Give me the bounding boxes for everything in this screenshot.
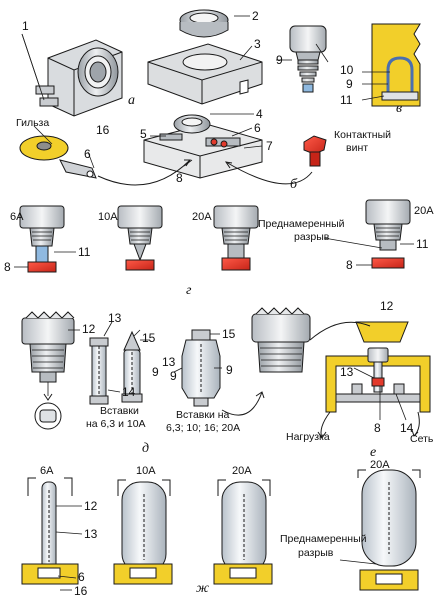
- label-8-block: 8: [176, 171, 183, 185]
- arrow-d: [221, 391, 265, 416]
- small-inserts: [89, 330, 143, 405]
- fuse-series-zh: [21, 469, 421, 591]
- label-14-e: 14: [400, 421, 414, 435]
- large-insert: [181, 329, 221, 407]
- label-11-g: 11: [78, 245, 91, 259]
- section-zh-label: ж: [196, 581, 210, 596]
- section-d-label: д: [142, 441, 150, 456]
- label-11-top: 11: [340, 93, 353, 107]
- rating-20a-zh-broken: 20А: [370, 459, 390, 471]
- label-12-e: 12: [380, 299, 394, 313]
- label-5: 5: [140, 127, 147, 141]
- yellow-bracket: [371, 23, 421, 107]
- label-16-zh: 16: [74, 584, 88, 598]
- contact-screw-label-1: Контактный: [334, 129, 392, 141]
- label-6-zh: 6: [78, 570, 85, 584]
- section-b-label: б: [290, 177, 298, 192]
- base-block-b: [143, 114, 263, 179]
- rating-20a-g-broken: 20А: [414, 205, 434, 217]
- section-v-label: в: [396, 101, 403, 116]
- label-8-e: 8: [374, 421, 381, 435]
- leader-lines: [14, 15, 414, 268]
- section-e-label: е: [370, 445, 377, 460]
- break-label-zh-1: Преднамеренный: [280, 533, 367, 545]
- inserts-large-label-2: 6,3; 10; 16; 20А: [166, 422, 241, 434]
- label-12-d: 12: [82, 322, 96, 336]
- label-6-block: 6: [254, 121, 261, 135]
- sleeve-label: Гильза: [16, 117, 50, 129]
- fuse-plug-d: [21, 311, 75, 430]
- break-label-zh-2: разрыв: [298, 547, 334, 559]
- rating-20a-zh: 20А: [232, 465, 252, 477]
- label-14-d: 14: [122, 385, 136, 399]
- label-9-d-large: 9: [170, 369, 177, 383]
- load-label: Нагрузка: [286, 431, 330, 443]
- break-label-g-2: разрыв: [294, 231, 330, 243]
- label-12-zh: 12: [84, 499, 98, 513]
- section-a-label: а: [128, 93, 135, 108]
- leader-lines-lower: [55, 321, 407, 591]
- wires-e: [309, 321, 420, 439]
- contact-screw-label-2: винт: [346, 142, 369, 154]
- label-11-g-right: 11: [416, 237, 429, 251]
- label-15-d-large: 15: [222, 327, 236, 341]
- contact-screw: [303, 135, 327, 167]
- label-9-top: 9: [276, 53, 283, 67]
- rating-10a-zh: 10А: [136, 465, 156, 477]
- label-2: 2: [252, 9, 259, 23]
- rating-6a-g: 6А: [10, 211, 24, 223]
- label-1: 1: [22, 19, 29, 33]
- label-13-e: 13: [340, 365, 354, 379]
- ring-and-base: [147, 9, 263, 105]
- label-15-d: 15: [142, 331, 156, 345]
- label-9-d-right: 9: [226, 363, 233, 377]
- label-6-sleeve: 6: [84, 147, 91, 161]
- inserts-small-label-2: на 6,3 и 10А: [86, 418, 146, 430]
- break-label-g-1: Преднамеренный: [258, 218, 345, 230]
- fuse-series-g: [19, 199, 411, 273]
- fuse-plug-top: [289, 25, 327, 93]
- label-16-top: 16: [96, 123, 110, 137]
- label-13-zh: 13: [84, 527, 98, 541]
- rating-20a-g: 20А: [192, 211, 212, 223]
- label-10: 10: [340, 63, 354, 77]
- label-9-bracket: 9: [346, 77, 353, 91]
- label-8-g-right: 8: [346, 258, 353, 272]
- section-g-label: г: [186, 283, 192, 298]
- rating-10a-g: 10А: [98, 211, 118, 223]
- label-9-d: 9: [152, 365, 159, 379]
- label-13-d-large: 13: [162, 355, 176, 369]
- yellow-cup: [355, 321, 409, 343]
- rating-6a-zh: 6А: [40, 465, 54, 477]
- holder-e: [325, 347, 431, 413]
- inserts-large-label-1: Вставки на: [176, 409, 230, 421]
- plug-e: [251, 307, 311, 373]
- label-4: 4: [256, 107, 263, 121]
- label-8-g: 8: [4, 260, 11, 274]
- label-3: 3: [254, 37, 261, 51]
- label-7: 7: [266, 139, 273, 153]
- inserts-small-label-1: Вставки: [100, 405, 139, 417]
- label-13-d: 13: [108, 311, 122, 325]
- network-label: Сеть: [410, 433, 434, 445]
- socket-assembly: [21, 33, 123, 117]
